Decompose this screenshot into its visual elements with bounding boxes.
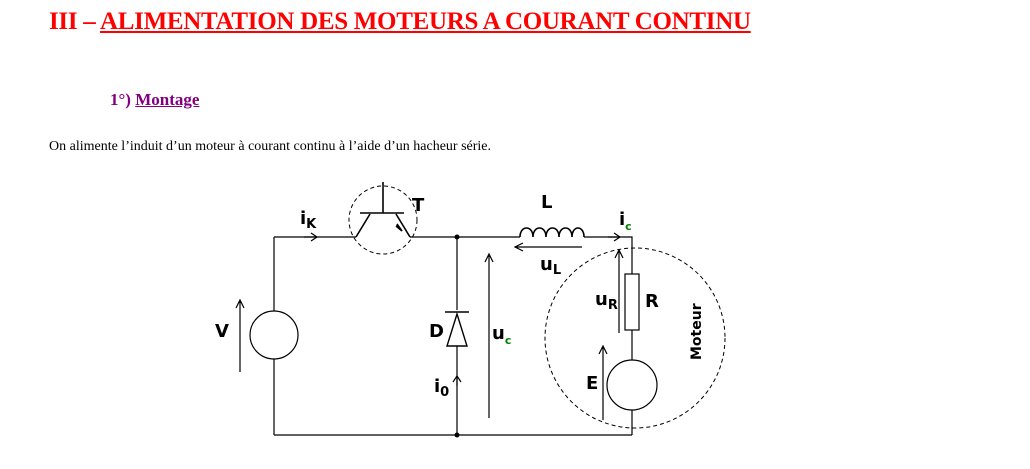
emf-symbol [606,359,658,411]
ur-arrow [614,248,624,333]
transistor-dashed-circle [348,185,418,255]
ur-label: uR [595,289,618,313]
inductor-label: L [541,192,552,213]
intro-paragraph: On alimente l’induit d’un moteur à coura… [49,139,492,154]
ul-label: uL [540,254,561,278]
ic-arrow [608,232,622,242]
ul-arrow [513,242,582,252]
motor-label: Moteur [689,303,705,360]
source-symbol [249,310,299,360]
inductor-symbol [519,227,585,238]
ik-arrow [304,232,319,242]
i0-arrow [452,374,462,386]
diode-label: D [429,321,444,342]
subsection-number: 1°) [110,90,136,109]
emf-label: E [586,373,598,394]
section-title: III – ALIMENTATION DES MOTEURS A COURANT… [49,8,751,36]
wire-top-right [584,236,633,274]
resistor-symbol [624,273,640,331]
uc-label: uc [492,323,511,347]
uc-arrow [484,252,494,418]
source-voltage-arrow [235,298,245,372]
transistor-label: T [412,195,425,216]
node-bottom [454,432,460,438]
section-title-text: ALIMENTATION DES MOTEURS A COURANT CONTI… [100,8,751,35]
resistor-label: R [645,291,659,312]
node-top [454,234,460,240]
i0-label: i0 [434,376,449,400]
transistor-symbol [355,182,411,238]
diode-symbol [445,311,469,347]
source-label: V [215,321,229,342]
subsection-title: 1°) Montage [110,90,199,110]
emf-arrow [598,344,608,420]
subsection-title-text: Montage [135,90,200,109]
ik-label: iK [300,208,317,232]
section-number: III – [49,8,101,35]
ic-label: ic [619,209,632,233]
motor-dashed-circle [544,247,726,429]
